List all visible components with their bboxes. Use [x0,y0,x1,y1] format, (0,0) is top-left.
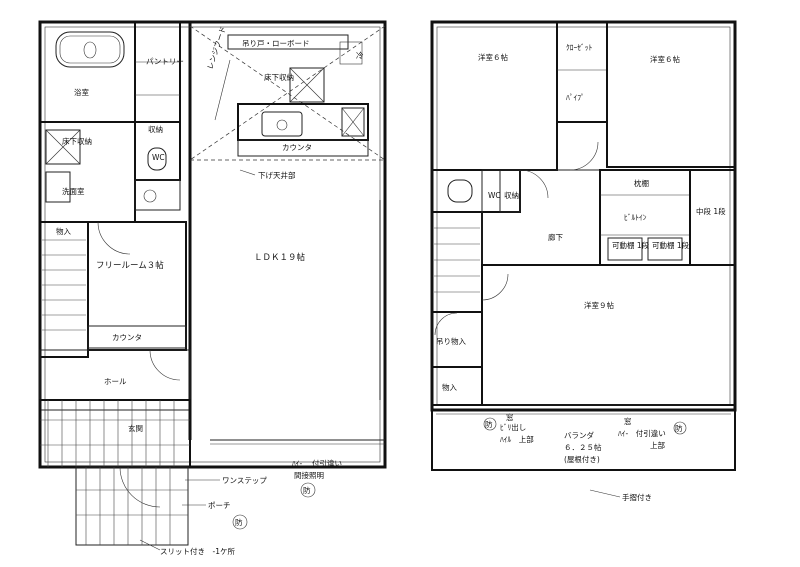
label-sash-left-3: ﾊｲﾙ 上部 [500,434,534,444]
small-storage [431,366,483,406]
porch-mark-circle [232,514,248,530]
hanger-shelf-1 [607,237,643,261]
label-refrigerator: 冷 [356,50,364,60]
label-hanging-cupboard: 吊り戸・ローボード [242,39,310,48]
label-pole: ﾊﾟｲﾌﾟ [566,93,585,102]
label-western-room-2: 洋室６帖 [650,54,680,64]
label-free-room: フリールーム３帖 [96,260,164,271]
label-mark-left: 防 [485,419,493,429]
label-bath: 浴室 [74,87,89,97]
label-middle-shelf: 中段 1段 [696,206,726,216]
closet-1 [556,21,608,123]
label-sash-note-1: ﾊｲ- [292,459,302,468]
floor1-stair [39,221,89,358]
floor1-sash-mark-circle [300,482,316,498]
label-mark-right: 防 [675,423,683,433]
hall [39,349,191,411]
label-small-storage: 物入 [442,382,457,392]
label-one-step: ワンステップ [222,476,267,485]
western-room-1 [431,21,558,171]
label-washroom: 洗面室 [62,186,85,196]
label-entrance: 玄関 [128,423,143,433]
label-closet-1: ｸﾛｰｾﾞｯﾄ [566,43,592,52]
label-sash-note-2: 付引違い [312,458,342,468]
label-wardrobe: 枕棚 [634,178,649,188]
balcony-left-mark-circle [483,417,497,431]
label-sash-right-2: ﾊｲ- 付引違い [618,428,666,438]
middle-shelf-storage [689,169,736,266]
label-porch: ポーチ [208,501,231,510]
bathtub [55,31,125,68]
free-room [87,221,187,351]
label-storage-hanging: 吊り物入 [436,336,466,346]
label-range-hood: レンジフード [205,25,227,71]
label-pantry: パントリー [146,57,184,66]
free-room-counter [87,325,187,349]
label-porch-mark: 防 [235,517,243,527]
floor2-stair [431,211,483,313]
label-balcony: バランダ [564,430,594,440]
label-storage-wc: 収納 [148,124,163,134]
label-balcony-sub: (屋根付き) [564,454,600,464]
label-floor2-wc: WC [488,191,501,200]
label-sash-left-1: 窓 [506,412,514,422]
balcony-right-mark-circle [673,421,687,435]
label-sash-mark: 防 [303,485,311,495]
label-wc: WC [152,153,165,162]
label-balcony-area: ６．２５帖 [564,442,602,452]
label-walkin: ﾋﾞﾙﾄｲﾝ [624,213,647,222]
label-counter-kitchen: カウンタ [282,143,312,152]
label-sash-right-1: 窓 [624,416,632,426]
western-room-2 [606,21,736,168]
label-hanger-2: 可動棚 1段 [652,240,690,250]
label-underfloor-storage-kitchen: 床下収納 [264,72,294,82]
label-hanger-1: 可動棚 1段 [612,240,650,250]
label-corridor: 廊下 [548,232,563,242]
label-slit-note: スリット付き -1ケ所 [160,546,235,556]
stove [341,107,365,137]
floor1: 浴室 パントリー 吊り戸・ローボード 冷 床下収納 レンジフード カウンタ 収納… [38,20,387,556]
wc-toilet [147,147,167,171]
sink [261,111,303,137]
label-sash-note-3: 間接照明 [294,470,324,480]
balcony [431,409,736,471]
label-western-room-3: 洋室９帖 [584,300,614,310]
label-western-room-1: 洋室６帖 [478,52,508,62]
underfloor-storage-wash [45,129,81,165]
counter-bar [237,139,369,157]
floor2: 洋室６帖 洋室６帖 洋室９帖 ｸﾛｰｾﾞｯﾄ WC 収納 ﾊﾟｲﾌﾟ 廊下 枕棚… [430,20,737,502]
underfloor-storage-kitchen [289,67,325,103]
washbasin [45,171,71,203]
label-lowered-ceiling: 下げ天井部 [258,170,296,180]
label-sash-right-3: 上部 [650,440,665,450]
porch [75,466,189,546]
pantry [134,21,181,123]
label-floor2-storage: 収納 [504,190,519,200]
label-counter-free-room: カウンタ [112,333,142,342]
label-underfloor-storage-wash: 床下収納 [62,136,92,146]
label-ldk: ＬＤＫ１９帖 [254,252,306,263]
label-storage-stair: 物入 [56,226,71,236]
label-hall: ホール [104,377,127,386]
western-room-3 [481,264,736,406]
label-hand-rail: 手摺付き [622,492,652,502]
label-sash-left-2: ﾋﾞﾘ出し [500,422,526,432]
hanger-shelf-2 [647,237,683,261]
